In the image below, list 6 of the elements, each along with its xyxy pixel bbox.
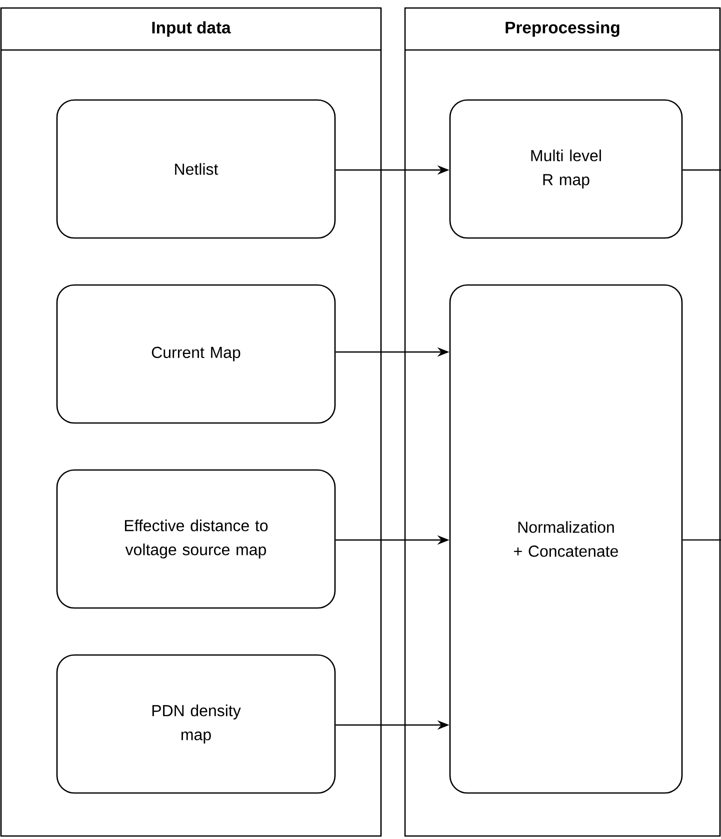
process-box: Normalization + Concatenate: [449, 284, 683, 794]
process-box: PDN density map: [56, 654, 336, 794]
process-box: Effective distance to voltage source map: [56, 469, 336, 609]
process-box: Multi level R map: [449, 99, 683, 239]
process-box: Current Map: [56, 284, 336, 424]
process-box: Netlist: [56, 99, 336, 239]
